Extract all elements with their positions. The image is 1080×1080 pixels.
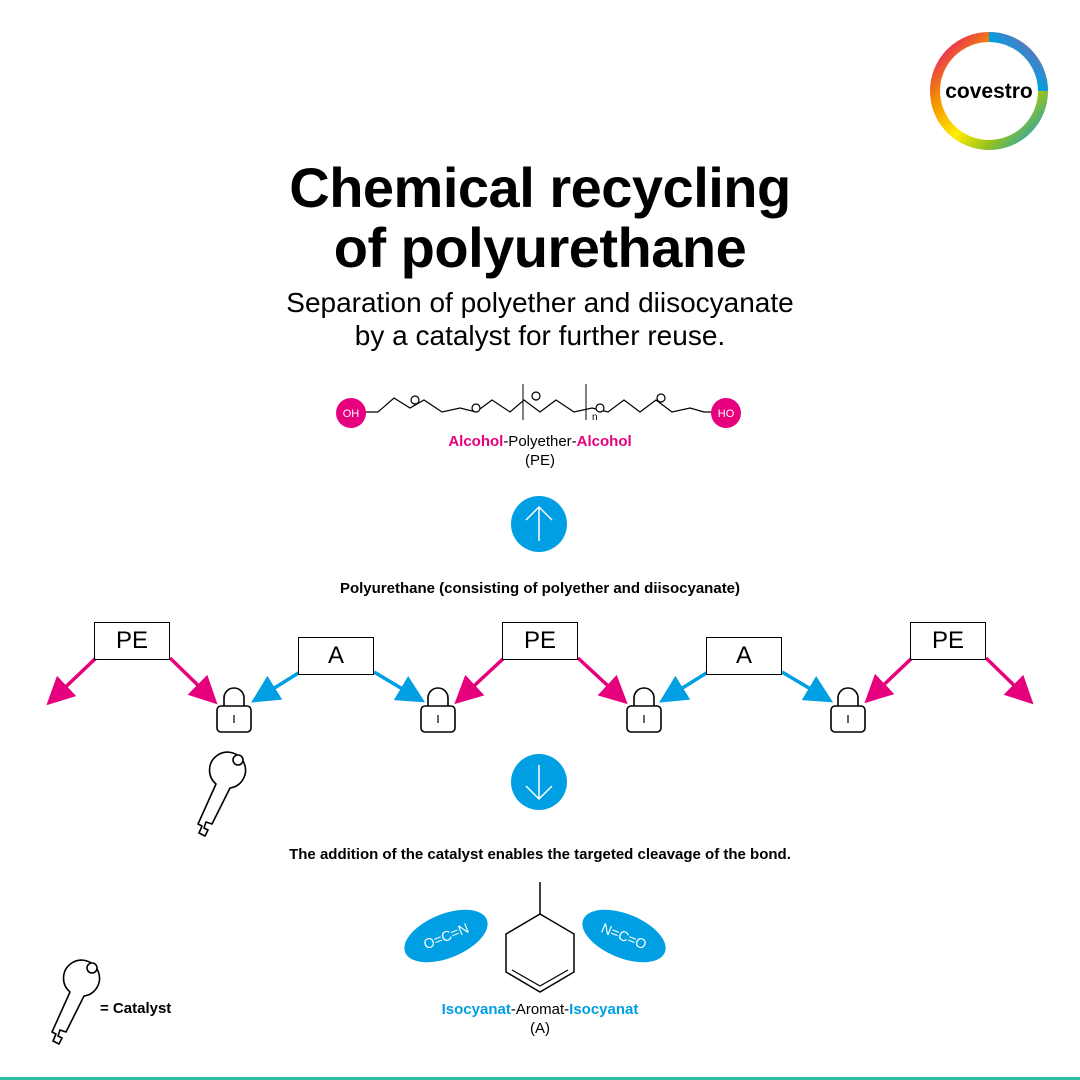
ho-group-right: [711, 398, 741, 428]
bond-arrow: [781, 670, 834, 703]
padlock-icon: [420, 687, 456, 733]
polyurethane-caption: Polyurethane (consisting of polyether an…: [339, 580, 741, 597]
isocyanat-right: Isocyanat: [569, 1001, 639, 1018]
legend-key-icon: [51, 959, 101, 1045]
bond-arrow: [454, 656, 506, 705]
chain-box-pe-3: PE: [910, 622, 986, 660]
ho-group-right-label: HO: [718, 408, 735, 420]
oxygen-atom: [471, 403, 481, 413]
page-subtitle: Separation of polyether and diisocyanate…: [0, 286, 1080, 352]
padlock-icon: [626, 687, 662, 733]
bond-arrow: [984, 656, 1034, 705]
cleavage-caption: The addition of the catalyst enables the…: [289, 846, 791, 863]
alcohol-right: Alcohol: [576, 433, 632, 450]
isocyanate-abbrev: (A): [530, 1020, 550, 1037]
polyether-label: Alcohol-Polyether-Alcohol (PE): [0, 432, 1080, 470]
isocyanate-structure: O=C=N N=C=O: [404, 882, 666, 993]
alcohol-left: Alcohol: [448, 433, 504, 450]
bond-arrow: [864, 656, 914, 704]
page-title: Chemical recycling of polyurethane: [0, 158, 1080, 278]
isocyanate-group-right: [582, 909, 666, 963]
bond-arrow: [373, 670, 426, 703]
chain-box-pe-2: PE: [502, 622, 578, 660]
oxygen-atom: [595, 403, 605, 413]
bond-arrow: [251, 670, 301, 703]
polyether-middle: -Polyether-: [503, 433, 577, 450]
bond-arrow: [659, 670, 709, 703]
polyether-structure: n OH HO: [336, 384, 741, 428]
oh-group-left: [336, 398, 366, 428]
chain-box-pe-1: PE: [94, 622, 170, 660]
padlock-icon: [830, 687, 866, 733]
subtitle-line-1: Separation of polyether and diisocyanate: [286, 287, 794, 318]
isocyanat-left: Isocyanat: [441, 1001, 511, 1018]
arrow-down-icon: [511, 754, 567, 810]
chain-box-a-2: A: [706, 637, 782, 675]
title-line-2: of polyurethane: [333, 216, 747, 279]
polyurethane-chain: [46, 656, 1034, 733]
chain-box-a-1: A: [298, 637, 374, 675]
bottom-divider: [0, 1077, 1080, 1080]
isocyanate-group-left: [404, 909, 488, 963]
oxygen-atom: [531, 391, 541, 401]
repeat-index: n: [592, 412, 598, 423]
aromat-middle: -Aromat-: [510, 1001, 570, 1018]
covestro-logo: covestro: [930, 32, 1048, 150]
bond-arrow: [168, 656, 218, 705]
arrow-up-icon: [511, 496, 567, 552]
oh-group-left-label: OH: [343, 408, 360, 420]
padlock-icon: [216, 687, 252, 733]
isocyanate-label: Isocyanat-Aromat-Isocyanat (A): [0, 1000, 1080, 1038]
title-line-1: Chemical recycling: [289, 156, 791, 219]
subtitle-line-2: by a catalyst for further reuse.: [354, 320, 726, 351]
key-icon: [197, 751, 247, 837]
bond-arrow: [576, 656, 628, 705]
bond-arrow: [46, 656, 98, 706]
oxygen-atom: [656, 393, 666, 403]
polyether-abbrev: (PE): [525, 452, 555, 469]
oxygen-atom: [410, 395, 420, 405]
legend-catalyst-text: = Catalyst: [100, 1000, 172, 1017]
logo-text: covestro: [945, 80, 1033, 103]
